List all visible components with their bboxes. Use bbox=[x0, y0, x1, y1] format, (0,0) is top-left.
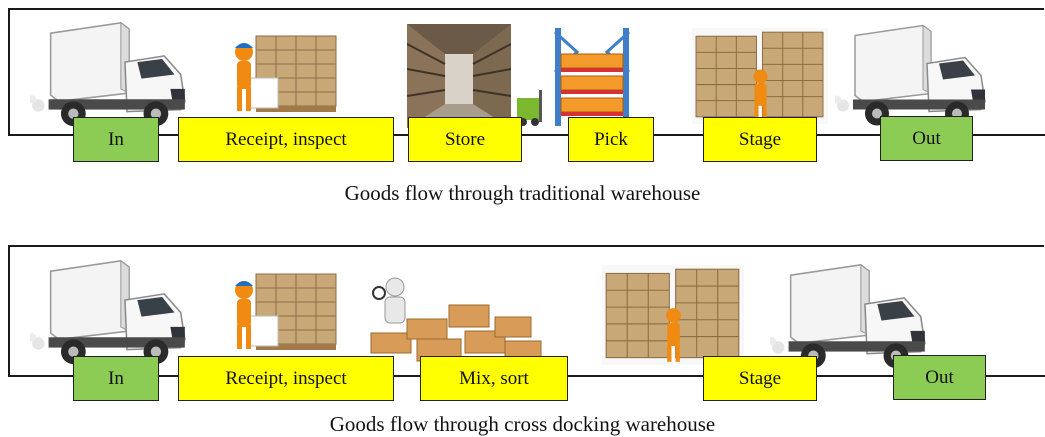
warehouse-aisle-icon bbox=[407, 24, 511, 128]
stage-pick: Pick bbox=[568, 117, 654, 162]
stage-label: In bbox=[108, 367, 124, 389]
truck-in-icon bbox=[30, 260, 186, 365]
stacked-pallets-worker-icon bbox=[601, 265, 745, 365]
crossdock-caption: Goods flow through cross docking warehou… bbox=[329, 412, 716, 436]
stage-out: Out bbox=[893, 355, 986, 400]
stage-label: Receipt, inspect bbox=[225, 128, 347, 150]
crossdock-panel bbox=[8, 245, 1044, 377]
stage-store: Store bbox=[408, 117, 522, 162]
worker-with-pallet-icon bbox=[235, 273, 337, 351]
stage-label: Stage bbox=[738, 128, 782, 150]
stage-receipt-inspect: Receipt, inspect bbox=[178, 356, 394, 401]
traditional-caption: Goods flow through traditional warehouse bbox=[344, 181, 701, 205]
stage-out: Out bbox=[880, 116, 973, 161]
stage-label: Receipt, inspect bbox=[225, 367, 347, 389]
stage-in: In bbox=[73, 117, 159, 162]
stage-receipt-inspect: Receipt, inspect bbox=[178, 117, 394, 162]
stage-label: Pick bbox=[594, 128, 628, 150]
traditional-panel bbox=[8, 8, 1044, 136]
truck-out-icon bbox=[835, 24, 986, 127]
stage-label: Out bbox=[912, 127, 941, 149]
truck-in-icon bbox=[30, 22, 186, 127]
stacked-pallets-worker-icon bbox=[692, 28, 828, 124]
stage-label: Stage bbox=[738, 367, 782, 389]
stage-label: Mix, sort bbox=[459, 367, 529, 389]
figure-with-magnifier-boxes-icon bbox=[370, 277, 542, 362]
stage-in: In bbox=[73, 356, 159, 401]
pallet-rack-forklift-icon bbox=[517, 28, 631, 126]
worker-with-pallet-icon bbox=[235, 35, 337, 113]
traditional-flow-line bbox=[8, 134, 1045, 136]
stage-stage: Stage bbox=[703, 356, 817, 401]
stage-label: Out bbox=[925, 366, 954, 388]
stage-mix-sort: Mix, sort bbox=[420, 356, 568, 401]
stage-label: In bbox=[108, 128, 124, 150]
stage-label: Store bbox=[444, 128, 486, 150]
stage-stage: Stage bbox=[703, 117, 817, 162]
